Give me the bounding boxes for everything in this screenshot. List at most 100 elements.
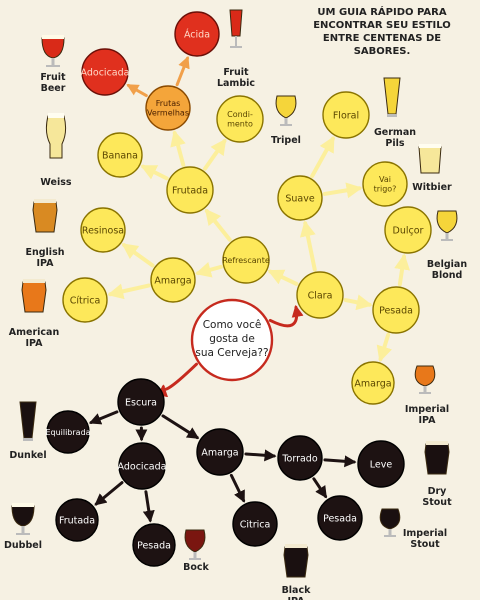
edge-question-to-escura	[156, 362, 198, 398]
edge-frutada-to-condimento	[202, 138, 227, 171]
snifter-glass-icon	[379, 508, 401, 537]
snifter-glass-icon	[414, 365, 436, 394]
node-banana: Banana	[97, 132, 143, 178]
node-circle	[97, 132, 143, 178]
node-circle	[174, 11, 220, 57]
glass-bowl	[383, 77, 401, 115]
node-label: Frutada	[172, 185, 208, 196]
beer-foam	[285, 544, 307, 548]
node-label: Frutas	[156, 99, 181, 108]
glass-stem	[284, 118, 288, 124]
node-refrescante: Refrescante	[222, 236, 270, 284]
beer-foam	[34, 199, 56, 203]
goblet-glass-icon	[41, 35, 65, 67]
node-circle	[132, 523, 176, 567]
beer-label: Lambic	[217, 78, 255, 89]
glass-foot	[23, 438, 33, 441]
edge-clara-to-refrescante	[267, 269, 299, 286]
node-label: mento	[227, 120, 253, 129]
node-circle	[277, 435, 323, 481]
edge-frutas_vermelhas-to-adocicada_top	[126, 83, 148, 98]
node-adocicada-top: Adocicada	[81, 48, 129, 96]
edge-torrado-to-pesada_torrado	[312, 477, 328, 499]
beer-label: Imperial	[405, 404, 449, 415]
node-label: Dulçor	[393, 225, 424, 236]
node-circle	[196, 428, 244, 476]
beer-label: American	[9, 327, 60, 338]
node-circle	[62, 277, 108, 323]
node-label: Pesada	[323, 513, 357, 524]
glass-bowl	[229, 9, 243, 37]
edge-suave-to-floral	[310, 135, 335, 179]
edge-amarga_light-to-citrica_light	[107, 283, 151, 300]
glass-stem	[235, 36, 237, 46]
edge-refrescante-to-frutada	[204, 208, 232, 242]
pilsner-glass-icon	[383, 77, 401, 117]
title-line-3: ENTRE CENTENAS DE	[322, 33, 442, 44]
beer-tripel: Tripel	[271, 95, 301, 146]
node-label: Pesada	[379, 305, 413, 316]
flute-glass-icon	[229, 9, 243, 48]
beer-dunkel: Dunkel	[9, 401, 47, 461]
edge-amarga_dark-to-citrica_dark	[229, 473, 246, 503]
node-citrica-dark: Citrica	[232, 501, 278, 547]
tulip-glass-icon	[184, 529, 206, 560]
node-label: Amarga	[201, 447, 238, 458]
weizen-glass-icon	[45, 113, 67, 159]
node-circle	[145, 85, 191, 131]
glass-bowl	[379, 508, 401, 530]
node-circle	[216, 95, 264, 143]
node-label: Amarga	[154, 275, 191, 286]
node-label: Clara	[308, 290, 333, 301]
glass-stem	[51, 58, 55, 65]
node-label: Adocicada	[118, 461, 167, 472]
beer-label: Imperial	[403, 528, 447, 539]
beer-label: IPA	[26, 338, 44, 349]
node-label: Floral	[333, 110, 359, 121]
glass-bowl	[184, 529, 206, 553]
beer-label: Pils	[385, 138, 404, 149]
glass-foot	[230, 46, 242, 48]
glass-foot	[16, 533, 30, 535]
node-circle	[277, 175, 323, 221]
node-circle	[317, 495, 363, 541]
node-suave: Suave	[277, 175, 323, 221]
node-label: Resinosa	[82, 225, 124, 236]
central-question: Como você gosta de sua Cerveja??	[190, 298, 274, 382]
node-circle	[118, 442, 166, 490]
node-acida: Ácida	[174, 11, 220, 57]
glass-foot	[280, 124, 292, 126]
edge-question-to-clara	[268, 304, 304, 328]
beer-label: Dubbel	[4, 540, 42, 551]
glass-foot	[189, 558, 201, 560]
node-amarga-dark: Amarga	[196, 428, 244, 476]
question-line: gosta de	[209, 333, 255, 345]
question-line: Como você	[203, 319, 262, 331]
node-label: Citrica	[240, 519, 271, 530]
node-label: Torrado	[281, 453, 317, 464]
node-label: trigo?	[374, 185, 397, 194]
node-circle	[46, 410, 90, 454]
node-circle	[351, 361, 395, 405]
edge-torrado-to-leve	[323, 455, 357, 468]
tulip-glass-icon	[275, 95, 297, 126]
beer-label: Dry	[428, 486, 448, 497]
nonic-glass-icon	[32, 199, 58, 233]
glass-bowl	[11, 505, 35, 527]
glass-stem	[193, 552, 197, 558]
node-amarga-light: Amarga	[150, 257, 196, 303]
beer-foam	[419, 144, 441, 148]
node-circle	[362, 161, 408, 207]
node-circle	[80, 207, 126, 253]
question-line: sua Cerveja??	[195, 347, 268, 359]
glass-stem	[21, 526, 25, 533]
beer-label: Blond	[432, 270, 463, 281]
